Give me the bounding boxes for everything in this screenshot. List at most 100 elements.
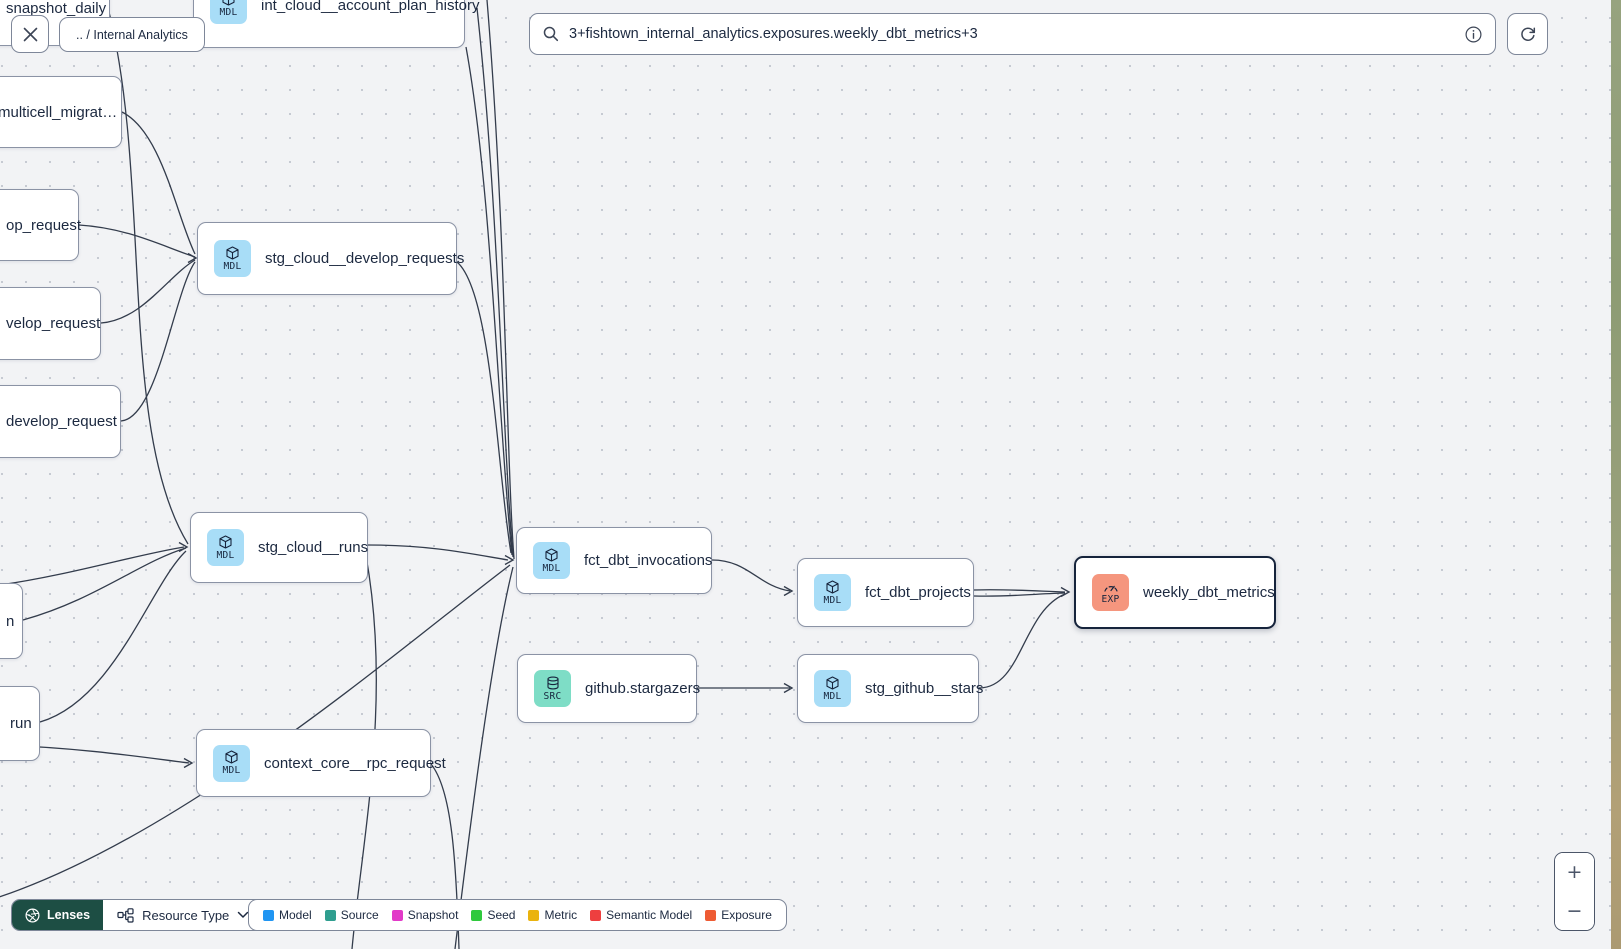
model-badge: MDL xyxy=(814,670,851,707)
legend-label: Snapshot xyxy=(407,908,459,922)
lenses-icon xyxy=(25,907,40,923)
legend-item-snapshot: Snapshot xyxy=(391,908,459,922)
cube-icon xyxy=(218,534,233,549)
node-label: stg_cloud__develop_requests xyxy=(265,250,465,267)
legend-item-seed: Seed xyxy=(471,908,515,922)
model-badge: MDL xyxy=(214,240,251,277)
badge-code: MDL xyxy=(542,562,561,574)
cube-icon xyxy=(225,245,240,260)
graph-node-int_cloud_account_plan_history[interactable]: MDL int_cloud__account_plan_history xyxy=(193,0,480,48)
legend-swatch xyxy=(391,909,403,921)
gauge-icon xyxy=(1103,581,1119,593)
legend-label: Metric xyxy=(544,908,578,922)
breadcrumb[interactable]: .. / Internal Analytics xyxy=(59,17,205,52)
lineage-edge xyxy=(121,111,196,255)
search-bar[interactable] xyxy=(529,13,1496,55)
lineage-edge xyxy=(973,589,1066,593)
graph-node-develop_request[interactable]: MDLdevelop_request xyxy=(0,385,121,458)
edge-arrowhead-icon xyxy=(783,682,794,694)
node-label: snapshot_daily xyxy=(6,0,107,17)
graph-node-stg_cloud_runs[interactable]: MDL stg_cloud__runs xyxy=(190,512,368,583)
graph-node-run_node[interactable]: MDLrun xyxy=(0,686,40,761)
badge-code: EXP xyxy=(1101,593,1120,605)
badge-code: MDL xyxy=(823,594,842,606)
lineage-edge xyxy=(100,259,196,324)
graph-node-velop_request[interactable]: MDLvelop_request xyxy=(0,287,101,360)
legend-label: Exposure xyxy=(721,908,772,922)
graph-node-multicell_migrat[interactable]: MDLmulticell_migrat… xyxy=(0,76,122,148)
lenses-label: Lenses xyxy=(47,908,91,922)
node-label: stg_github__stars xyxy=(865,680,984,697)
search-input[interactable] xyxy=(569,26,1455,42)
edge-arrowhead-icon xyxy=(187,252,198,264)
legend-item-model: Model xyxy=(263,908,312,922)
graph-node-n_node[interactable]: MDLn xyxy=(0,583,23,659)
legend-swatch xyxy=(705,909,717,921)
edge-arrowhead-icon xyxy=(504,554,515,566)
edge-arrowhead-icon xyxy=(178,541,189,553)
legend-swatch xyxy=(528,909,540,921)
legend-item-source: Source xyxy=(324,908,379,922)
lineage-edge xyxy=(476,7,514,558)
lenses-button[interactable]: Lenses xyxy=(12,900,104,930)
node-label: github.stargazers xyxy=(585,680,701,697)
badge-code: MDL xyxy=(219,7,238,18)
graph-node-fct_dbt_projects[interactable]: MDL fct_dbt_projects xyxy=(797,558,974,627)
node-label: op_request xyxy=(6,216,82,234)
lineage-edge xyxy=(711,559,791,592)
cube-icon xyxy=(825,675,840,690)
model-badge: MDL xyxy=(207,529,244,566)
close-button[interactable] xyxy=(11,15,49,53)
graph-node-github_stargazers[interactable]: SRC github.stargazers xyxy=(517,654,701,723)
legend-label: Semantic Model xyxy=(606,908,693,922)
graph-node-stg_cloud_develop_requests[interactable]: MDL stg_cloud__develop_requests xyxy=(197,222,464,295)
refresh-button[interactable] xyxy=(1507,13,1548,55)
model-badge: MDL xyxy=(210,0,247,24)
chevron-down-icon xyxy=(238,911,249,918)
node-label: run xyxy=(10,715,32,732)
lineage-edge xyxy=(0,546,185,586)
badge-code: SRC xyxy=(543,690,562,702)
lenses-toolbar: Lenses Resource Type xyxy=(11,899,265,931)
source-badge: SRC xyxy=(534,670,571,707)
node-label: n xyxy=(6,612,15,630)
badge-code: MDL xyxy=(223,260,242,272)
legend-item-metric: Metric xyxy=(528,908,577,922)
legend-item-semantic-model: Semantic Model xyxy=(590,908,692,922)
zoom-out-button[interactable]: − xyxy=(1555,891,1594,930)
badge-code: MDL xyxy=(823,690,842,702)
breadcrumb-label: .. / Internal Analytics xyxy=(76,27,188,42)
lineage-edge xyxy=(78,224,196,258)
lineage-edge xyxy=(22,547,187,621)
resource-type-legend: Model Source Snapshot Seed Metric Semantic Mo… xyxy=(248,899,787,931)
lineage-edge xyxy=(456,261,512,554)
model-badge: MDL xyxy=(213,744,250,782)
node-label: stg_cloud__runs xyxy=(258,539,369,556)
graph-node-op_request[interactable]: MDLop_request xyxy=(0,189,82,261)
cube-icon xyxy=(544,547,559,562)
lineage-edge xyxy=(978,593,1066,689)
node-label: weekly_dbt_metrics xyxy=(1143,584,1275,601)
node-label: fct_dbt_projects xyxy=(865,584,971,601)
node-label: int_cloud__account_plan_history xyxy=(261,0,480,14)
node-label: develop_request xyxy=(6,413,117,430)
zoom-controls: + − xyxy=(1554,852,1595,931)
resource-type-icon xyxy=(117,907,134,923)
graph-node-stg_github_stars[interactable]: MDL stg_github__stars xyxy=(797,654,983,723)
lineage-edge xyxy=(486,0,515,560)
lineage-edge xyxy=(39,550,187,723)
zoom-in-button[interactable]: + xyxy=(1555,853,1594,892)
model-badge: MDL xyxy=(814,574,851,611)
close-icon xyxy=(23,27,37,41)
graph-node-weekly_dbt_metrics[interactable]: EXP weekly_dbt_metrics xyxy=(1074,556,1276,629)
legend-label: Seed xyxy=(487,908,516,922)
resource-type-dropdown[interactable]: Resource Type xyxy=(103,900,263,930)
info-icon[interactable] xyxy=(1465,25,1482,43)
resource-type-label: Resource Type xyxy=(142,907,230,923)
lineage-edge xyxy=(465,46,513,556)
edge-arrowhead-icon xyxy=(1060,586,1071,598)
